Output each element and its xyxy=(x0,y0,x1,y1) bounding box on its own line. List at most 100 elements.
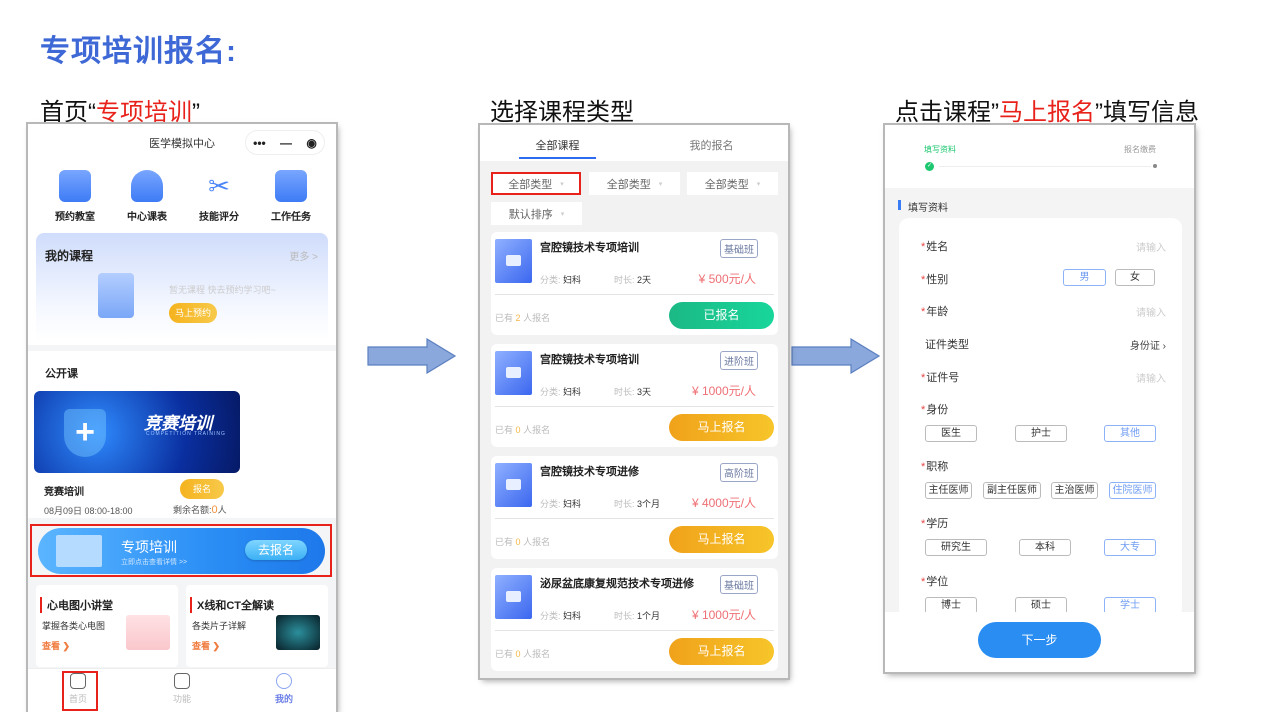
meta-label: 时长: xyxy=(614,387,635,397)
tab-mine[interactable]: 我的 xyxy=(264,673,304,705)
course-card[interactable]: 宫腔镜技术专项进修高阶班分类: 妇科时长: 3个月¥ 4000元/人已有 0 人… xyxy=(491,456,778,559)
required-mark: * xyxy=(921,461,926,473)
minimize-icon[interactable]: — xyxy=(280,135,293,150)
card-title: 心电图小讲堂 xyxy=(40,597,113,613)
education-option[interactable]: 大专 xyxy=(1104,539,1156,556)
monitor-icon xyxy=(275,170,307,202)
gender-option-female[interactable]: 女 xyxy=(1115,269,1155,286)
type-filter-1[interactable]: 全部类型▾ xyxy=(491,172,581,195)
tab-my-registrations[interactable]: 我的报名 xyxy=(689,140,734,152)
count-suffix: 人报名 xyxy=(523,425,551,435)
registration-form-screen: 填写资料 报名缴费 ✓ 填写资料 *姓名请输入*性别男女*年龄请输入证件类型身份… xyxy=(885,125,1194,672)
gender-option-male[interactable]: 男 xyxy=(1063,269,1106,286)
card-title: X线和CT全解读 xyxy=(190,597,274,613)
special-training-banner[interactable]: 专项培训 立即点击查看详情 >> 去报名 xyxy=(38,528,325,574)
course-title: 宫腔镜技术专项培训 xyxy=(540,242,639,254)
title-option[interactable]: 主任医师 xyxy=(925,482,972,499)
quick-item[interactable]: 工作任务 xyxy=(269,170,313,223)
enroll-now-button[interactable]: 马上报名 xyxy=(669,526,774,553)
field-education: *学历 xyxy=(921,515,948,531)
count-value: 0 xyxy=(515,649,521,659)
field-label: 年龄 xyxy=(926,306,949,318)
quick-label: 预约教室 xyxy=(55,212,95,223)
promo-title: 专项培训 xyxy=(121,539,177,555)
title-option[interactable]: 副主任医师 xyxy=(983,482,1041,499)
view-link[interactable]: 查看 ❯ xyxy=(192,641,221,651)
enroll-now-button[interactable]: 马上报名 xyxy=(669,638,774,665)
tab-home[interactable]: 首页 xyxy=(58,673,98,705)
tab-functions[interactable]: 功能 xyxy=(162,673,202,705)
registered-button[interactable]: 已报名 xyxy=(669,302,774,329)
course-title: 宫腔镜技术专项进修 xyxy=(540,466,639,478)
quick-label: 中心课表 xyxy=(127,212,167,223)
my-courses-title: 我的课程 xyxy=(45,249,94,263)
type-filter-3[interactable]: 全部类型▾ xyxy=(687,172,778,195)
identity-option[interactable]: 其他 xyxy=(1104,425,1156,442)
course-card[interactable]: 泌尿盆底康复规范技术专项进修基础班分类: 妇科时长: 1个月¥ 1000元/人已… xyxy=(491,568,778,671)
competition-banner[interactable]: + 竞赛培训 COMPETITION TRAINING xyxy=(34,391,240,473)
id-number-input[interactable]: 请输入 xyxy=(1136,374,1166,385)
next-step-button[interactable]: 下一步 xyxy=(978,622,1101,658)
identity-option[interactable]: 护士 xyxy=(1015,425,1067,442)
book-now-button[interactable]: 马上预约 xyxy=(169,303,217,323)
chevron-down-icon: ▾ xyxy=(658,180,663,188)
caption-text: ” xyxy=(192,99,200,126)
education-option[interactable]: 本科 xyxy=(1019,539,1071,556)
name-input[interactable]: 请输入 xyxy=(1136,243,1166,254)
close-icon[interactable]: ◉ xyxy=(306,135,317,150)
meta-label: 时长: xyxy=(614,499,635,509)
mini-program-capsule: ••• — ◉ xyxy=(245,130,325,155)
person-illustration-icon xyxy=(56,535,102,567)
id-type-select[interactable]: 身份证 › xyxy=(1129,341,1166,352)
remain-value: 0 xyxy=(211,504,218,516)
required-mark: * xyxy=(921,372,926,384)
register-button[interactable]: 报名 xyxy=(180,479,224,499)
age-input[interactable]: 请输入 xyxy=(1136,308,1166,319)
tab-all-courses[interactable]: 全部课程 xyxy=(535,140,580,152)
course-card[interactable]: 宫腔镜技术专项培训基础班分类: 妇科时长: 2天¥ 500元/人已有 2 人报名… xyxy=(491,232,778,335)
arrow-right-icon xyxy=(791,338,881,374)
field-degree: *学位 xyxy=(921,573,948,589)
step3-caption: 点击课程”马上报名”填写信息 xyxy=(895,92,1199,127)
check-icon: ✓ xyxy=(925,162,934,171)
enroll-now-button[interactable]: 马上报名 xyxy=(669,414,774,441)
registration-count: 已有 0 人报名 xyxy=(495,535,550,548)
identity-option[interactable]: 医生 xyxy=(925,425,977,442)
course-date: 08月09日 08:00-18:00 xyxy=(44,506,133,516)
divider xyxy=(495,518,774,519)
more-icon[interactable]: ••• xyxy=(253,135,266,150)
course-level-tag: 基础班 xyxy=(720,239,758,258)
course-tabs: 全部课程 我的报名 xyxy=(480,125,788,161)
remain-label: 剩余名额: xyxy=(173,505,212,515)
open-course-title: 公开课 xyxy=(45,368,78,380)
count-prefix: 已有 xyxy=(495,649,514,659)
highlight-box xyxy=(30,524,332,577)
view-link[interactable]: 查看 ❯ xyxy=(42,641,71,651)
tab-bar: 首页 功能 我的 xyxy=(28,668,336,712)
list-icon xyxy=(174,673,190,689)
meta-value: 3个月 xyxy=(637,499,661,509)
quick-item[interactable]: ✂ 技能评分 xyxy=(197,170,241,223)
xray-ct-card[interactable]: X线和CT全解读 各类片子详解 查看 ❯ xyxy=(186,585,328,667)
quick-item[interactable]: 中心课表 xyxy=(125,170,169,223)
tab-label: 首页 xyxy=(68,694,87,704)
title-option[interactable]: 住院医师 xyxy=(1109,482,1156,499)
go-register-button[interactable]: 去报名 xyxy=(245,540,307,560)
meta-label: 分类: xyxy=(540,611,561,621)
sort-filter[interactable]: 默认排序▾ xyxy=(491,202,582,225)
type-filter-2[interactable]: 全部类型▾ xyxy=(589,172,680,195)
quick-label: 技能评分 xyxy=(199,212,239,223)
quick-item[interactable]: 预约教室 xyxy=(53,170,97,223)
education-option[interactable]: 研究生 xyxy=(925,539,987,556)
required-mark: * xyxy=(921,306,926,318)
course-thumbnail-icon xyxy=(495,463,532,507)
step2-caption: 选择课程类型 xyxy=(490,99,634,126)
divider xyxy=(495,630,774,631)
scissors-icon: ✂ xyxy=(208,171,230,201)
meta-label: 时长: xyxy=(614,611,635,621)
title-option[interactable]: 主治医师 xyxy=(1051,482,1098,499)
more-link[interactable]: 更多 > xyxy=(289,252,318,263)
course-price: ¥ 500元/人 xyxy=(698,272,756,286)
course-card[interactable]: 宫腔镜技术专项培训进阶班分类: 妇科时长: 3天¥ 1000元/人已有 0 人报… xyxy=(491,344,778,447)
ecg-card[interactable]: 心电图小讲堂 掌握各类心电图 查看 ❯ xyxy=(36,585,178,667)
